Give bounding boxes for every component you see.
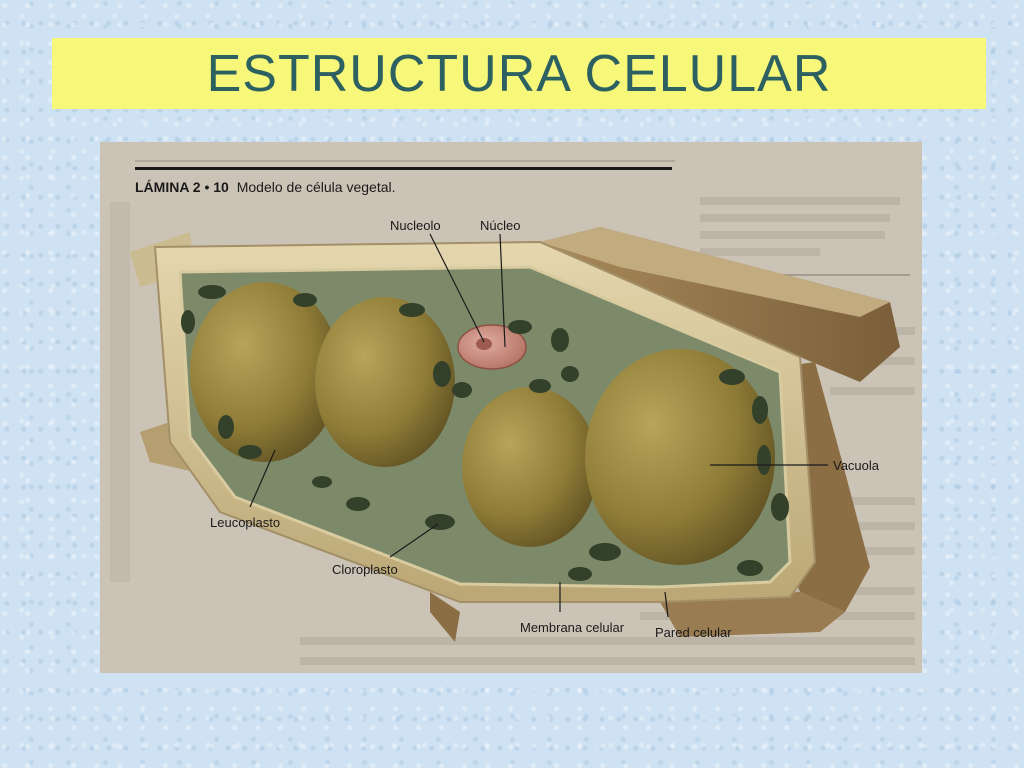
chloroplasts [181, 285, 789, 581]
label-vacuola: Vacuola [833, 458, 880, 473]
leader-nucleolo [429, 233, 485, 343]
leader-nucleo [499, 233, 506, 348]
vacuole-2 [315, 297, 455, 467]
textbook-figure: LÁMINA 2 • 10 Modelo de célula vegetal. [100, 142, 922, 673]
plate-number: LÁMINA 2 • 10 [135, 179, 229, 195]
figure-caption: LÁMINA 2 • 10 Modelo de célula vegetal. [135, 179, 396, 195]
title-banner: ESTRUCTURA CELULAR [52, 38, 986, 109]
label-pared: Pared celular [655, 625, 732, 640]
plant-cell-model [130, 227, 900, 642]
label-cloroplasto: Cloroplasto [332, 562, 398, 577]
wall-flange-top-face [540, 227, 890, 317]
page-title: ESTRUCTURA CELULAR [206, 44, 832, 103]
wall-flange-bottom-right [660, 592, 845, 637]
leader-cloroplasto [389, 523, 439, 558]
caption-rule [135, 167, 672, 170]
vacuole-main [585, 349, 775, 565]
plant-cell-diagram: LÁMINA 2 • 10 Modelo de célula vegetal. [110, 160, 915, 665]
label-leucoplasto: Leucoplasto [210, 515, 280, 530]
cell-membrane [178, 265, 792, 589]
label-nucleo: Núcleo [480, 218, 520, 233]
leader-pared [664, 591, 669, 618]
structure-labels: Nucleolo Núcleo Vacuola Leucoplasto Clor… [210, 218, 880, 640]
leader-lines [249, 233, 828, 618]
nucleolus [476, 338, 492, 350]
wall-flange-bottom-left [430, 592, 460, 642]
caption-text: Modelo de célula vegetal. [237, 179, 396, 195]
label-membrana: Membrana celular [520, 620, 625, 635]
nucleus [457, 324, 527, 370]
leader-leucoplasto [249, 449, 276, 508]
label-nucleolo: Nucleolo [390, 218, 441, 233]
vacuole-3 [462, 387, 598, 547]
